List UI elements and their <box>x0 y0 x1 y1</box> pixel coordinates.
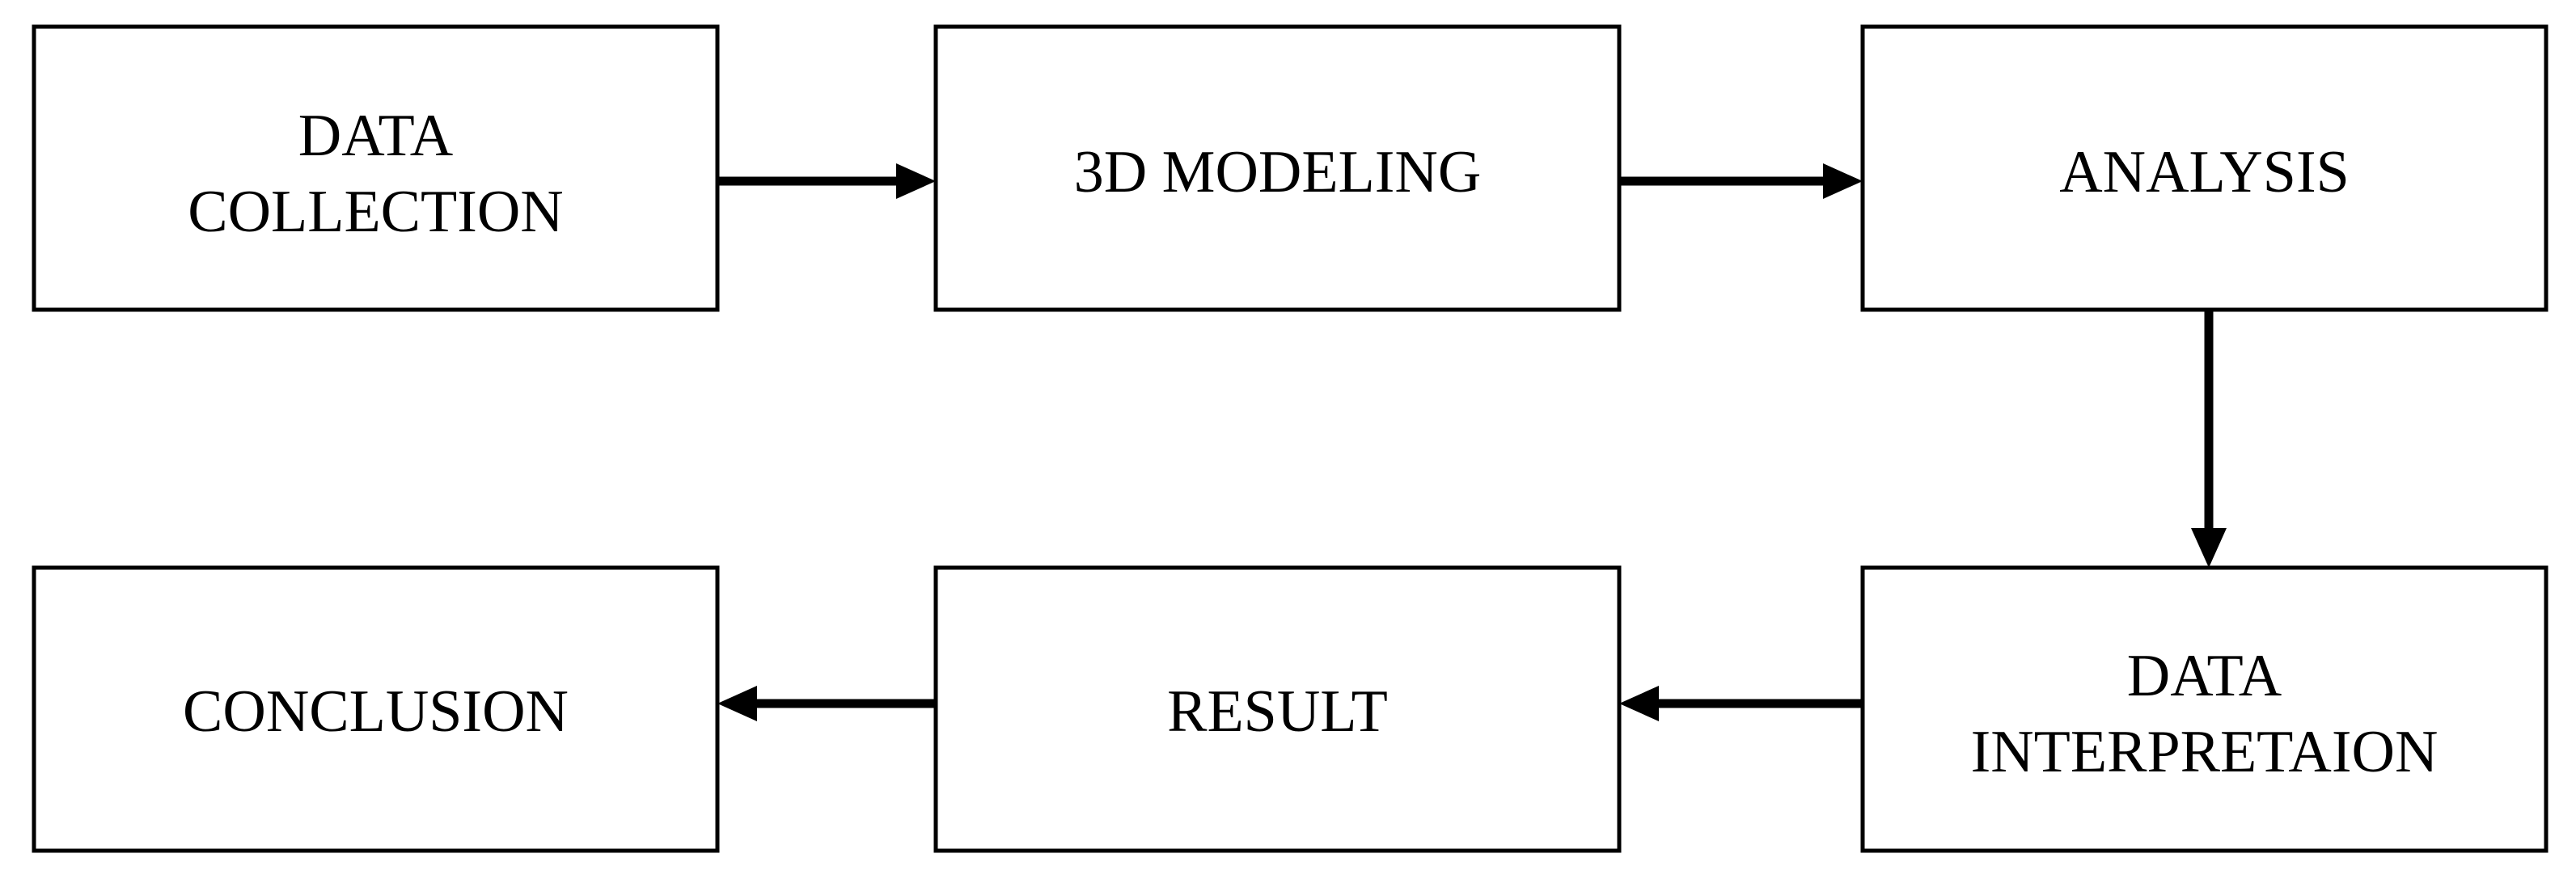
node-data-collection-line-1: DATA <box>298 103 453 169</box>
node-data-interpretation-line-1: DATA <box>2127 643 2282 709</box>
node-analysis: ANALYSIS <box>1860 24 2549 312</box>
arrow-analysis-to-data-interpretation <box>2191 310 2227 568</box>
node-analysis-label: ANALYSIS <box>2059 139 2350 205</box>
node-data-interpretation: DATA INTERPRETAION <box>1860 565 2549 853</box>
node-result: RESULT <box>933 565 1622 853</box>
node-3d-modeling-label: 3D MODELING <box>1074 139 1482 205</box>
arrow-3d-modeling-to-analysis <box>1619 163 1863 199</box>
node-result-label: RESULT <box>1167 678 1388 745</box>
node-3d-modeling: 3D MODELING <box>933 24 1622 312</box>
node-conclusion: CONCLUSION <box>32 565 720 853</box>
node-data-collection-line-2: COLLECTION <box>188 179 564 245</box>
node-data-collection: DATA COLLECTION <box>32 24 720 312</box>
node-data-interpretation-line-2: INTERPRETAION <box>1971 719 2439 785</box>
arrow-data-interpretation-to-result <box>1619 686 1863 721</box>
arrow-data-collection-to-3d-modeling <box>717 163 936 199</box>
node-conclusion-label: CONCLUSION <box>183 678 569 745</box>
arrow-result-to-conclusion <box>717 686 936 721</box>
